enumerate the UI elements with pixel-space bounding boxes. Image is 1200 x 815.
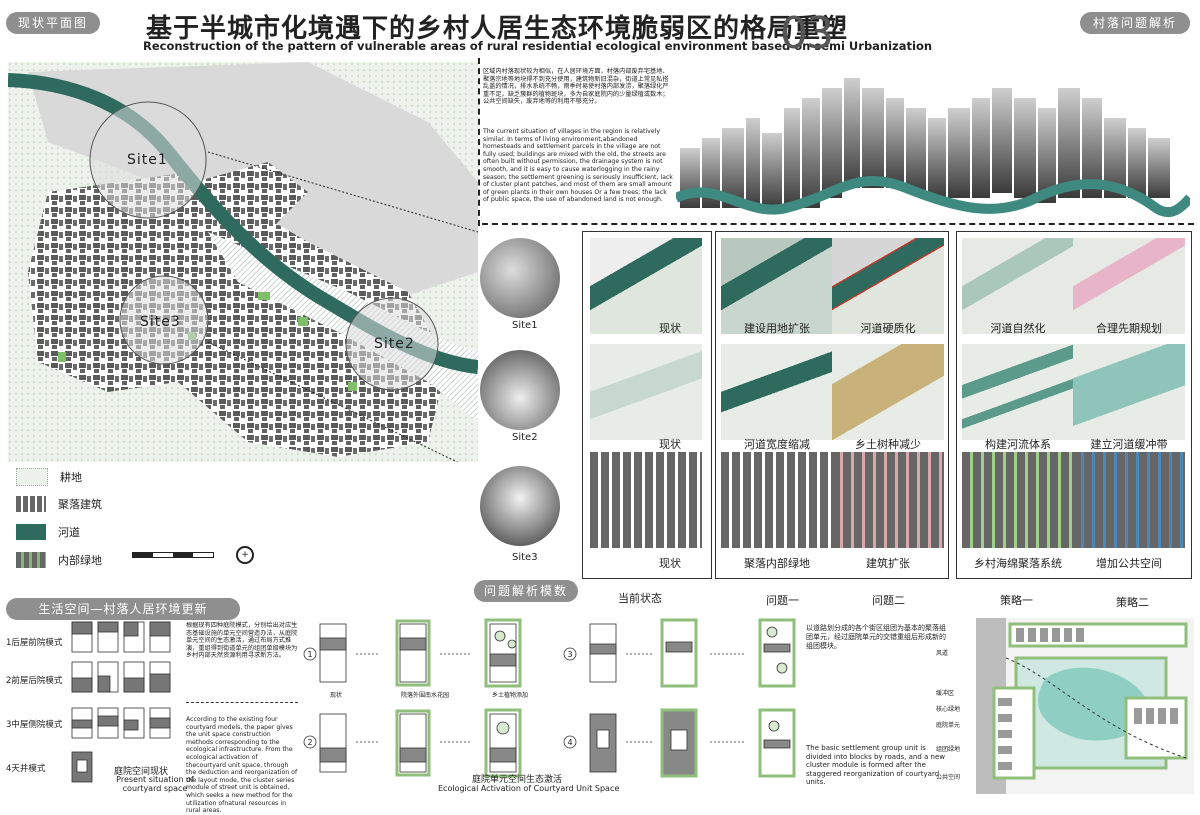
cluster-reorganization-diagrams: 3 4 (563, 618, 796, 778)
tile-label: 聚落内部绿地 (744, 557, 810, 570)
tile-river-naturalization (962, 238, 1074, 334)
tile-advance-planning (1073, 238, 1185, 334)
tile-building-expansion (832, 452, 944, 548)
present-situation-en: Present situation of courtyard space (116, 775, 194, 793)
tile-label: 建筑扩张 (866, 557, 910, 570)
step-caption-native-plants: 乡土植物添加 (491, 692, 528, 699)
section-divider (482, 223, 1194, 225)
plan-label-cluster-green: 组团绿地 (936, 746, 961, 753)
eco-activation-cn: 庭院单元空间生态激活 (472, 775, 563, 785)
page-title: 基于半城市化境遇下的乡村人居生态环境脆弱区的格局重塑 (146, 14, 849, 44)
village-photo-collage (676, 78, 1190, 218)
analysis-section-tag: 村落问题解析 (1080, 12, 1190, 34)
eco-activation-en: Ecological Activation of Courtyard Unit … (438, 784, 620, 793)
plan-label-public-space: 公共空间 (936, 774, 961, 781)
tile-label: 乡土树种减少 (855, 438, 921, 451)
analysis-text-cn: 区域内村落现状较为相似，在人居环境方面，村落内部废弃宅基地、聚落宗地等地块得不到… (483, 68, 669, 106)
plan-label-wind-corridor: 风道 (936, 650, 949, 657)
page-subtitle: Reconstruction of the pattern of vulnera… (143, 39, 933, 53)
courtyard-activation-diagrams: 1 2 (303, 618, 522, 778)
header-problem1: 问题一 (766, 594, 799, 607)
analysis-text-en: The current situation of villages in the… (483, 128, 673, 204)
tile-current-river (590, 238, 702, 334)
tile-internal-green (721, 452, 833, 548)
tile-label: 建立河道缓冲带 (1090, 438, 1168, 451)
divider-vertical (478, 58, 480, 226)
plan-label-buffer: 缓冲区 (936, 690, 955, 697)
tile-label: 现状 (659, 557, 681, 570)
scale-bar (132, 552, 214, 558)
site3-photo-label: Site3 (512, 552, 538, 563)
site1-photo-label: Site1 (512, 320, 538, 331)
legend-farmland: 耕地 (16, 468, 82, 486)
tile-label: 增加公共空间 (1096, 557, 1162, 570)
mode-3-label: 3中屋侧院模式 (6, 720, 63, 730)
tile-label: 乡村海绵聚落系统 (974, 557, 1062, 570)
tile-label: 河道自然化 (990, 322, 1046, 335)
tile-construction-expansion (721, 238, 833, 334)
legend-green: 内部绿地 (16, 552, 102, 568)
site1-photo (480, 238, 560, 318)
step-caption-current: 现状 (329, 692, 342, 699)
header-current: 当前状态 (618, 592, 662, 605)
living-space-tag: 生活空间—村落人居环境更新 (6, 598, 240, 620)
tile-river-hardening (832, 238, 944, 334)
mode-2-label: 2前屋后院模式 (6, 676, 63, 686)
problem-models-tag: 问题解析模数 (474, 580, 578, 602)
cluster-description-en: The basic settlement group unit is divid… (806, 744, 945, 786)
tile-label: 河道硬质化 (860, 322, 916, 335)
plan-label-courtyard-unit: 庭院单元 (936, 722, 961, 729)
north-arrow-icon: + (236, 546, 254, 564)
tile-label: 合理先期规划 (1096, 322, 1162, 335)
site-plan-map (8, 62, 478, 462)
tile-river-buffer (1073, 344, 1185, 440)
site1-circle (89, 101, 207, 219)
header-strategy1: 策略一 (1000, 594, 1033, 607)
map-section-tag: 现状平面图 (6, 12, 100, 34)
header-strategy2: 策略二 (1116, 596, 1149, 609)
tile-label: 现状 (659, 322, 681, 335)
present-situation-cn: 庭院空间现状 (114, 767, 169, 777)
tile-native-tree-loss (832, 344, 944, 440)
page-number: 03 (780, 8, 834, 59)
tile-label: 现状 (659, 438, 681, 451)
site3-photo (480, 466, 560, 546)
living-description-cn: 根据现有四种庭院模式，分别给出对应生态基础设施的单元空间营造办法，从庭院单元空间… (186, 622, 298, 660)
legend-river: 河道 (16, 524, 80, 540)
tile-river-width-reduction (721, 344, 833, 440)
header-problem2: 问题二 (872, 594, 905, 607)
cluster-description-cn: 以道路划分成的各个街区组团为基本的聚落组团单元，经过庭院单元的交错重组后形成新的… (806, 624, 946, 650)
site2-photo-label: Site2 (512, 432, 538, 443)
tile-current-width (590, 344, 702, 440)
arrow-divider (186, 702, 298, 703)
tile-label: 构建河流体系 (985, 438, 1051, 451)
svg-text:3: 3 (567, 650, 572, 659)
site2-photo (480, 350, 560, 430)
site2-label: Site2 (374, 336, 415, 352)
svg-text:2: 2 (307, 738, 312, 747)
legend-buildings: 聚落建筑 (16, 496, 102, 512)
svg-text:4: 4 (567, 738, 572, 747)
tile-sponge-system (962, 452, 1074, 548)
tile-label: 河道宽度缩减 (744, 438, 810, 451)
cluster-plan (976, 618, 1194, 794)
tile-label: 建设用地扩张 (744, 322, 810, 335)
mode-1-label: 1后屋前院模式 (6, 638, 63, 648)
site2-circle (345, 297, 439, 391)
plan-label-core-green: 核心绿地 (936, 706, 961, 713)
mode-4-label: 4天井模式 (6, 764, 46, 774)
tile-public-space (1073, 452, 1185, 548)
site1-label: Site1 (127, 152, 168, 168)
courtyard-mode-grid (71, 621, 171, 783)
tile-river-system (962, 344, 1074, 440)
tile-current-blocks (590, 452, 702, 548)
svg-text:1: 1 (307, 650, 312, 659)
step-caption-rain-garden: 院落外围南水花园 (400, 692, 449, 699)
site3-label: Site3 (140, 314, 181, 330)
site3-circle (119, 275, 209, 365)
